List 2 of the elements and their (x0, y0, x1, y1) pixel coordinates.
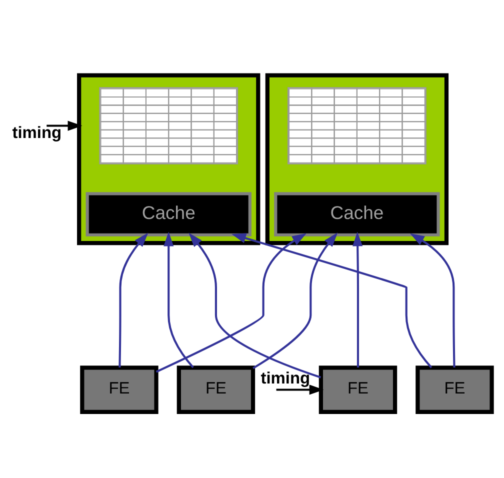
edge-label: timing (260, 368, 310, 387)
edge-label: timing (12, 123, 62, 142)
